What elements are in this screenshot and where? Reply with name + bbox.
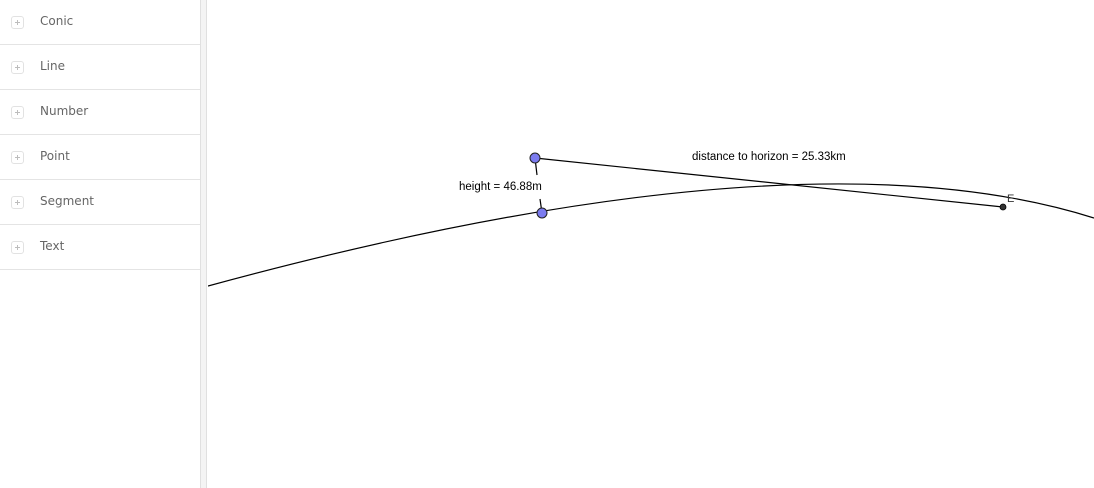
category-label: Line bbox=[40, 59, 66, 73]
height-text[interactable]: height = 46.88m bbox=[459, 181, 542, 193]
plus-icon[interactable] bbox=[11, 151, 24, 164]
category-point[interactable]: Point bbox=[0, 135, 200, 180]
category-label: Number bbox=[40, 104, 89, 118]
plus-icon[interactable] bbox=[11, 241, 24, 254]
category-text[interactable]: Text bbox=[0, 225, 200, 270]
category-label: Text bbox=[40, 239, 65, 253]
earth-arc[interactable] bbox=[208, 183, 1094, 287]
algebra-view: Conic Line Number Point Segment Text bbox=[0, 0, 200, 488]
category-conic[interactable]: Conic bbox=[0, 0, 200, 45]
observer-point[interactable] bbox=[529, 152, 541, 164]
category-segment[interactable]: Segment bbox=[0, 180, 200, 225]
view-splitter[interactable] bbox=[200, 0, 207, 488]
tangent-segment[interactable] bbox=[534, 157, 1004, 208]
category-label: Segment bbox=[40, 194, 94, 208]
point-e[interactable] bbox=[999, 203, 1007, 211]
category-number[interactable]: Number bbox=[0, 90, 200, 135]
plus-icon[interactable] bbox=[11, 61, 24, 74]
plus-icon[interactable] bbox=[11, 196, 24, 209]
plus-icon[interactable] bbox=[11, 106, 24, 119]
distance-text[interactable]: distance to horizon = 25.33km bbox=[692, 151, 846, 163]
plus-icon[interactable] bbox=[11, 16, 24, 29]
graphics-canvas[interactable]: height = 46.88m distance to horizon = 25… bbox=[208, 0, 1094, 488]
point-e-label: E bbox=[1007, 193, 1014, 205]
category-label: Conic bbox=[40, 14, 74, 28]
category-line[interactable]: Line bbox=[0, 45, 200, 90]
ground-point[interactable] bbox=[536, 207, 548, 219]
graphics-view[interactable]: height = 46.88m distance to horizon = 25… bbox=[208, 0, 1094, 488]
category-label: Point bbox=[40, 149, 70, 163]
